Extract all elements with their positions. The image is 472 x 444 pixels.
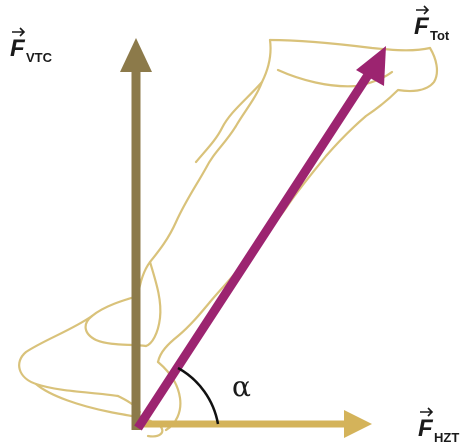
leg-outline-fetlock	[84, 294, 148, 348]
leg-outline-hoof	[34, 382, 164, 438]
leg-outline-pastern	[18, 314, 120, 398]
leg-outline	[18, 38, 439, 438]
vector-arrow-mark	[12, 27, 26, 37]
vertical-force-vector	[120, 38, 152, 430]
leg-outline-knee	[194, 80, 264, 164]
svg-text:F: F	[418, 415, 434, 442]
vertical-force-label: F VTC	[10, 27, 53, 65]
leg-outline-shin	[156, 300, 212, 364]
svg-text:F: F	[10, 35, 26, 62]
svg-text:VTC: VTC	[26, 50, 53, 65]
angle-label: α	[232, 370, 251, 403]
vector-arrow-mark	[420, 407, 434, 417]
total-force-label: F Tot	[414, 5, 450, 43]
vector-arrow-mark	[416, 5, 430, 15]
angle-arc	[177, 366, 220, 425]
leg-outline-top	[268, 38, 432, 52]
svg-text:Tot: Tot	[430, 28, 450, 43]
svg-text:HZT: HZT	[434, 430, 459, 444]
horizontal-force-label: F HZT	[418, 407, 459, 444]
horizontal-force-vector	[136, 410, 372, 438]
svg-text:F: F	[414, 13, 430, 40]
leg-outline-tendon	[144, 260, 162, 348]
total-force-vector	[134, 46, 386, 431]
